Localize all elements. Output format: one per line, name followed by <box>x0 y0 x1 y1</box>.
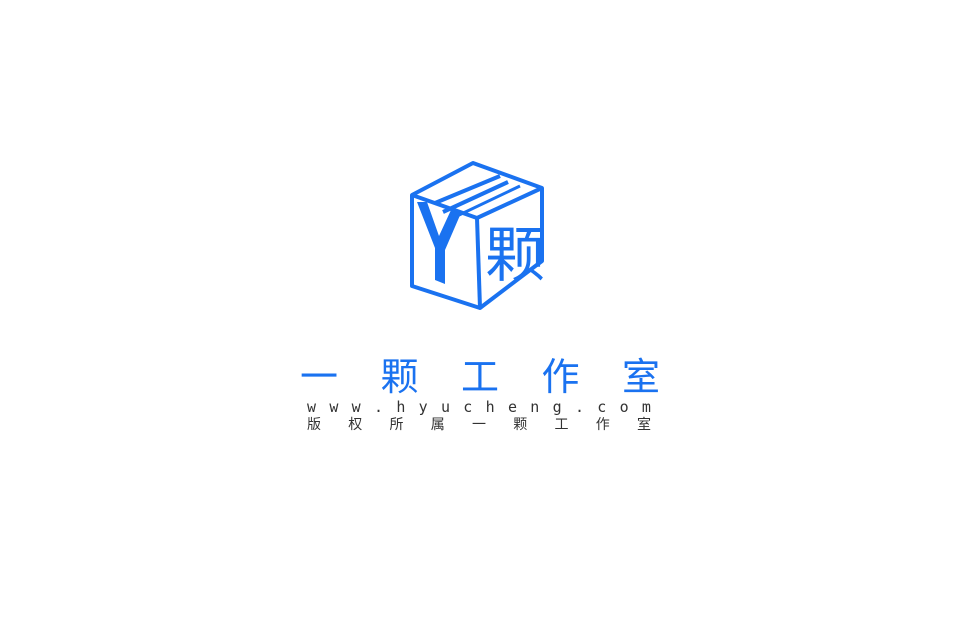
copyright-char: 所 <box>389 417 404 433</box>
website-char: n <box>530 398 540 416</box>
website-char: o <box>619 398 629 416</box>
brand-name-char: 作 <box>541 355 580 399</box>
cube-logo-icon: 颗 <box>410 161 545 310</box>
copyright-char: 版 <box>307 417 321 433</box>
website-char: . <box>373 398 384 416</box>
website-char: g <box>552 398 562 416</box>
website-char: y <box>418 398 428 416</box>
copyright-notice: 版 权 所 属 一 颗 工 作 室 <box>307 416 651 434</box>
website-char: m <box>641 398 651 416</box>
brand-name-char: 一 <box>300 355 339 399</box>
brand-name-char: 颗 <box>380 355 419 399</box>
copyright-char: 权 <box>348 417 363 433</box>
brand-name-char: 室 <box>621 355 660 399</box>
brand-name: 一 颗 工 作 室 <box>300 352 660 402</box>
website-char: c <box>463 398 473 416</box>
website-char: c <box>597 398 607 416</box>
website-char: u <box>440 398 450 416</box>
website-char: w <box>307 398 317 416</box>
copyright-char: 颗 <box>513 417 528 433</box>
website-char: h <box>485 398 495 416</box>
copyright-char: 作 <box>595 417 610 433</box>
brand-name-char: 工 <box>460 355 499 399</box>
website-char: e <box>507 398 517 416</box>
website-url: w w w . h y u c h e n g . c o m <box>307 398 651 416</box>
copyright-char: 属 <box>430 417 445 433</box>
copyright-char: 一 <box>472 417 486 433</box>
website-char: h <box>396 398 406 416</box>
copyright-char: 工 <box>554 417 569 433</box>
website-char: w <box>351 398 361 416</box>
copyright-char: 室 <box>637 417 651 433</box>
website-char: . <box>574 398 584 416</box>
logo-char-text: 颗 <box>485 221 545 291</box>
website-char: w <box>329 398 339 416</box>
